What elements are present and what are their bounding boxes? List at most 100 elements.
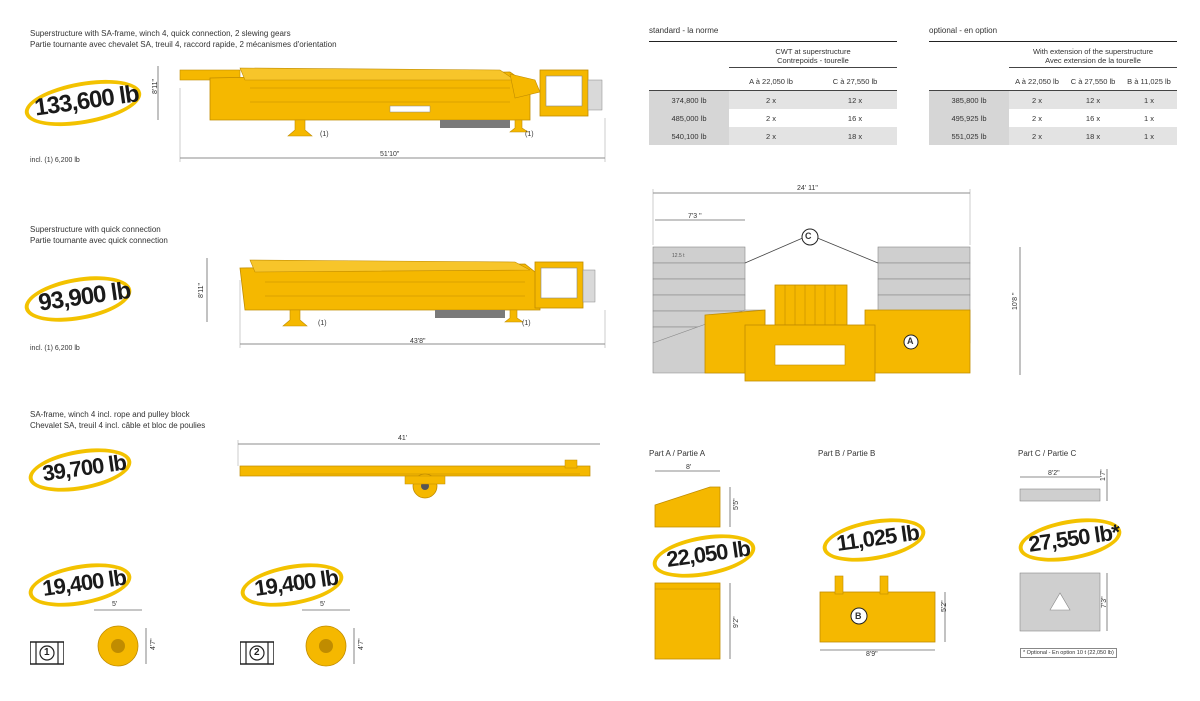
part-a-weight-badge: 22,050 lb <box>649 527 759 585</box>
section3-caption-fr: Chevalet SA, treuil 4 incl. câble et blo… <box>30 421 206 430</box>
section2-caption-en: Superstructure with quick connection <box>30 225 161 234</box>
table-optional-header-en: With extension of the superstructure <box>1032 47 1154 56</box>
cwt-stack-width-dim: 7'3 " <box>688 213 702 220</box>
part-a-drawing <box>654 470 731 660</box>
section2-caption-fr: Partie tournante avec quick connection <box>30 236 168 245</box>
part-a-weight: 22,050 lb <box>664 535 752 573</box>
table-optional-col0 <box>929 72 1009 91</box>
table-cell: 2 x <box>1009 127 1065 145</box>
table-cell: 18 x <box>813 127 897 145</box>
slewing-gear1-weight: 19,400 lb <box>40 564 128 602</box>
superstructure-quick-drawing <box>206 258 606 348</box>
table-cell: 2 x <box>729 90 813 109</box>
part-c-weight: 27,550 lb* <box>1026 519 1121 557</box>
gear2-badge-icon <box>240 641 274 665</box>
slewing-gear2-weight: 19,400 lb <box>252 564 340 602</box>
table-standard-group-header: CWT at superstructure Contrepoids - tour… <box>729 47 897 65</box>
section2-note: incl. (1) 6,200 lb <box>30 345 80 352</box>
part-b-height-dim: 5'2" <box>941 600 948 612</box>
table-row: 551,025 lb 2 x 18 x 1 x <box>929 127 1177 145</box>
section2-caption: Superstructure with quick connection Par… <box>30 224 168 246</box>
table-optional-group-header: With extension of the superstructure Ave… <box>1009 47 1177 65</box>
cwt-label-a: A <box>907 336 914 346</box>
part-b-width-dim: 8'9" <box>866 651 878 658</box>
table-standard-col2: C à 27,550 lb <box>832 76 878 86</box>
slewing-gear2-drawing <box>302 609 355 667</box>
part-c-weight-badge: 27,550 lb* <box>1015 511 1132 569</box>
section1-marker-left: (1) <box>320 131 329 138</box>
table-cell: 16 x <box>1085 113 1101 123</box>
cwt-height-dim: 10'8 " <box>1012 292 1019 310</box>
table-optional-header-fr: Avec extension de la tourelle <box>1045 56 1141 65</box>
part-a-width-dim: 8' <box>686 464 692 471</box>
section2-marker-left: (1) <box>318 320 327 327</box>
gear1-badge-icon <box>30 641 64 665</box>
part-b-weight-badge: 11,025 lb <box>819 511 929 569</box>
gear1-height-dim: 4'7" <box>150 638 157 650</box>
table-optional-label: optional - en option <box>929 26 998 35</box>
slewing-gear1-weight-badge: 19,400 lb <box>25 556 135 614</box>
gear2-height-dim: 4'7" <box>358 638 365 650</box>
table-cell: 485,000 lb <box>649 109 729 127</box>
part-c-title: Part C / Partie C <box>1018 449 1077 458</box>
section2-marker-right: (1) <box>522 320 531 327</box>
table-standard-label: standard - la norme <box>649 26 719 35</box>
part-a-height-dim: 5'5" <box>733 498 740 510</box>
table-cell: 374,800 lb <box>649 90 729 109</box>
section3-caption-en: SA-frame, winch 4 incl. rope and pulley … <box>30 410 190 419</box>
part-b-title: Part B / Partie B <box>818 449 876 458</box>
table-cell: 18 x <box>1065 127 1121 145</box>
table-optional-col2: C à 27,550 lb <box>1070 76 1116 86</box>
section3-length-dim: 41' <box>398 435 408 442</box>
table-cell: 12 x <box>813 90 897 109</box>
part-c-drawing <box>1019 469 1108 632</box>
table-optional-col3: B à 11,025 lb <box>1127 76 1171 86</box>
table-cell: 16 x <box>847 113 863 123</box>
gear2-width-dim: 5' <box>320 601 326 608</box>
table-row: 495,925 lb 2 x 16 x 1 x <box>929 109 1177 127</box>
table-standard-col0 <box>649 72 729 91</box>
part-b-weight: 11,025 lb <box>834 519 921 556</box>
table-cell: 2 x <box>1031 113 1042 123</box>
section1-weight-badge: 133,600 lb <box>21 72 145 134</box>
section3-weight: 39,700 lb <box>40 449 128 487</box>
table-optional: A à 22,050 lb C à 27,550 lb B à 11,025 l… <box>929 72 1177 145</box>
part-c-depth-dim: 7'3" <box>1101 596 1108 608</box>
part-b-label: B <box>855 611 862 621</box>
superstructure-full-drawing <box>157 66 606 162</box>
table-cell: 2 x <box>765 113 776 123</box>
table-cell: 2 x <box>729 127 813 145</box>
table-row: 385,800 lb 2 x 12 x 1 x <box>929 90 1177 109</box>
table-cell: 2 x <box>1009 90 1065 109</box>
sa-frame-drawing <box>237 440 600 499</box>
table-row: 485,000 lb 2 x 16 x <box>649 109 897 127</box>
table-cell: 495,925 lb <box>929 109 1009 127</box>
part-c-footnote: * Optional - En option 10 t (22,050 lb) <box>1020 648 1117 658</box>
table-standard-header-fr: Contrepoids - tourelle <box>777 56 849 65</box>
table-cell: 540,100 lb <box>649 127 729 145</box>
table-cell: 1 x <box>1121 127 1177 145</box>
part-c-height-dim: 1'7" <box>1100 469 1107 481</box>
section2-height-dim: 8'11" <box>198 283 205 298</box>
part-b-drawing <box>819 575 946 651</box>
section2-weight: 93,900 lb <box>36 276 132 317</box>
gear1-width-dim: 5' <box>112 601 118 608</box>
table-standard-col1: A à 22,050 lb <box>749 76 793 86</box>
table-cell: 1 x <box>1121 90 1177 109</box>
slewing-gear1-drawing <box>94 609 147 667</box>
section2-length-dim: 43'8" <box>410 338 426 345</box>
section3-caption: SA-frame, winch 4 incl. rope and pulley … <box>30 409 205 431</box>
section1-height-dim: 8'11" <box>152 79 159 94</box>
section2-weight-badge: 93,900 lb <box>21 268 135 330</box>
section1-caption-en: Superstructure with SA-frame, winch 4, q… <box>30 29 291 38</box>
table-row: 540,100 lb 2 x 18 x <box>649 127 897 145</box>
section1-caption-fr: Partie tournante avec chevalet SA, treui… <box>30 40 337 49</box>
gear1-badge-number: 1 <box>44 647 50 658</box>
slewing-gear2-weight-badge: 19,400 lb <box>237 556 347 614</box>
section1-note: incl. (1) 6,200 lb <box>30 157 80 164</box>
counterweight-drawing <box>652 189 1021 382</box>
table-standard: A à 22,050 lb C à 27,550 lb 374,800 lb 2… <box>649 72 897 145</box>
part-a-depth-dim: 9'2" <box>733 616 740 628</box>
part-c-width-dim: 8'2" <box>1048 470 1060 477</box>
part-a-title: Part A / Partie A <box>649 449 706 458</box>
